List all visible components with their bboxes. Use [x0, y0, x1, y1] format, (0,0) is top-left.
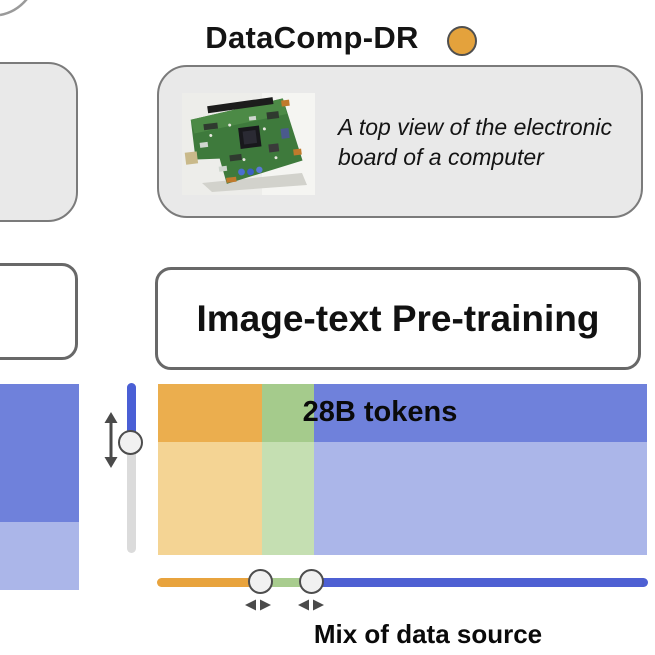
left-bar-light-segment	[0, 522, 79, 590]
bar-segment-green-dark	[262, 384, 314, 442]
sample-caption-line1: A top view of the electronic	[338, 114, 613, 140]
left-bar-dark-segment	[0, 384, 79, 522]
vertical-slider-fill	[127, 383, 136, 440]
sample-caption: A top view of the electronic board of a …	[338, 112, 633, 172]
bar-segment-blue-dark	[314, 384, 647, 442]
pretraining-box: Image-text Pre-training	[155, 267, 641, 370]
mix-slider-blue-segment[interactable]	[312, 578, 648, 587]
pretraining-label: Image-text Pre-training	[196, 297, 600, 339]
horizontal-double-arrow-icon	[245, 599, 271, 611]
cropped-box-corner	[0, 0, 28, 17]
token-count-label: 28B tokens	[302, 396, 458, 428]
sample-callout-left: billion e? ..]”	[0, 62, 78, 222]
mix-slider-handle-2[interactable]	[299, 569, 324, 594]
datacomp-dr-legend-dot-icon	[447, 26, 477, 56]
mix-slider-orange-segment[interactable]	[157, 578, 262, 587]
vertical-slider-track[interactable]	[127, 383, 136, 553]
vertical-double-arrow-icon	[104, 412, 118, 468]
horizontal-double-arrow-icon	[298, 599, 324, 611]
mix-of-data-source-label: Mix of data source	[313, 619, 543, 649]
sample-caption-line2: board of a computer	[338, 144, 544, 170]
bar-segment-green-light	[262, 442, 314, 555]
figure-title: DataComp-DR	[205, 20, 419, 55]
bar-segment-orange-light	[158, 442, 262, 555]
mix-slider-handle-1[interactable]	[248, 569, 273, 594]
vertical-slider-handle[interactable]	[118, 430, 143, 455]
mix-slider-green-segment[interactable]	[262, 578, 312, 587]
circuit-board-photo	[182, 93, 315, 195]
bar-segment-blue-light	[314, 442, 647, 555]
process-box-left-cropped	[0, 263, 78, 360]
bar-segment-orange-dark	[158, 384, 262, 442]
